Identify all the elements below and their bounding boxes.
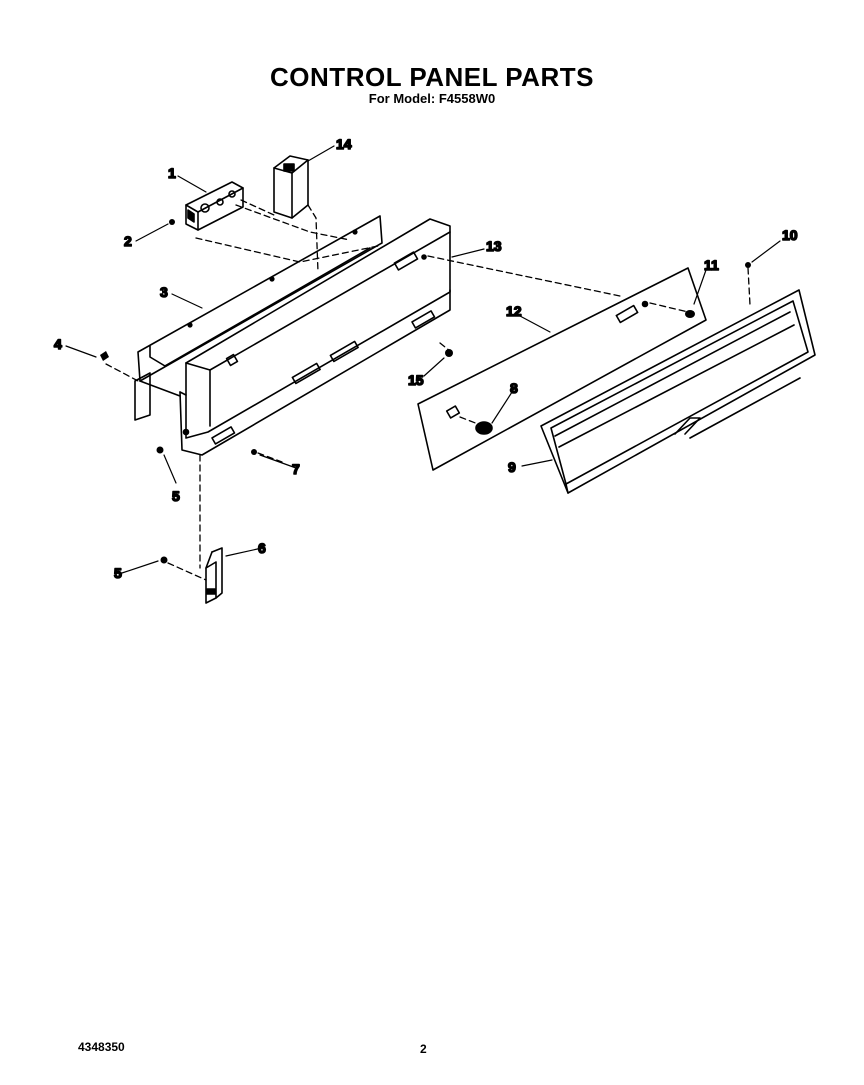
callout-6: 6 [258, 540, 266, 556]
callout-5a: 5 [172, 488, 180, 504]
callout-4: 4 [54, 336, 62, 352]
callout-8: 8 [510, 380, 518, 396]
part-8-knob [475, 421, 493, 435]
callout-5b: 5 [114, 565, 122, 581]
part-3-rear-panel [134, 215, 383, 421]
screws [100, 219, 751, 564]
callout-10: 10 [782, 227, 798, 243]
part-13-control-panel [179, 218, 451, 456]
part-10-trim-strip [674, 377, 801, 439]
callout-15: 15 [408, 372, 424, 388]
part-6-bracket [205, 547, 223, 604]
page-number: 2 [420, 1042, 427, 1056]
model-subtitle: For Model: F4558W0 [368, 91, 496, 106]
callout-12: 12 [506, 303, 522, 319]
leader-lines [65, 145, 781, 574]
callout-7: 7 [292, 461, 300, 477]
callout-11: 11 [704, 257, 719, 273]
callout-3: 3 [160, 284, 168, 300]
document-number: 4348350 [78, 1040, 125, 1054]
assembly-lines [105, 199, 751, 581]
part-9-glass-frame [540, 289, 816, 494]
callout-9: 9 [508, 459, 516, 475]
part-1-switch-assembly [185, 181, 244, 231]
part-14-switch-box [273, 155, 309, 219]
callout-1: 1 [168, 165, 176, 181]
page-title: CONTROL PANEL PARTS [270, 62, 594, 92]
callout-13: 13 [486, 238, 502, 254]
callout-2: 2 [124, 233, 132, 249]
callout-14: 14 [336, 136, 352, 152]
part-12-control-overlay [417, 267, 707, 471]
